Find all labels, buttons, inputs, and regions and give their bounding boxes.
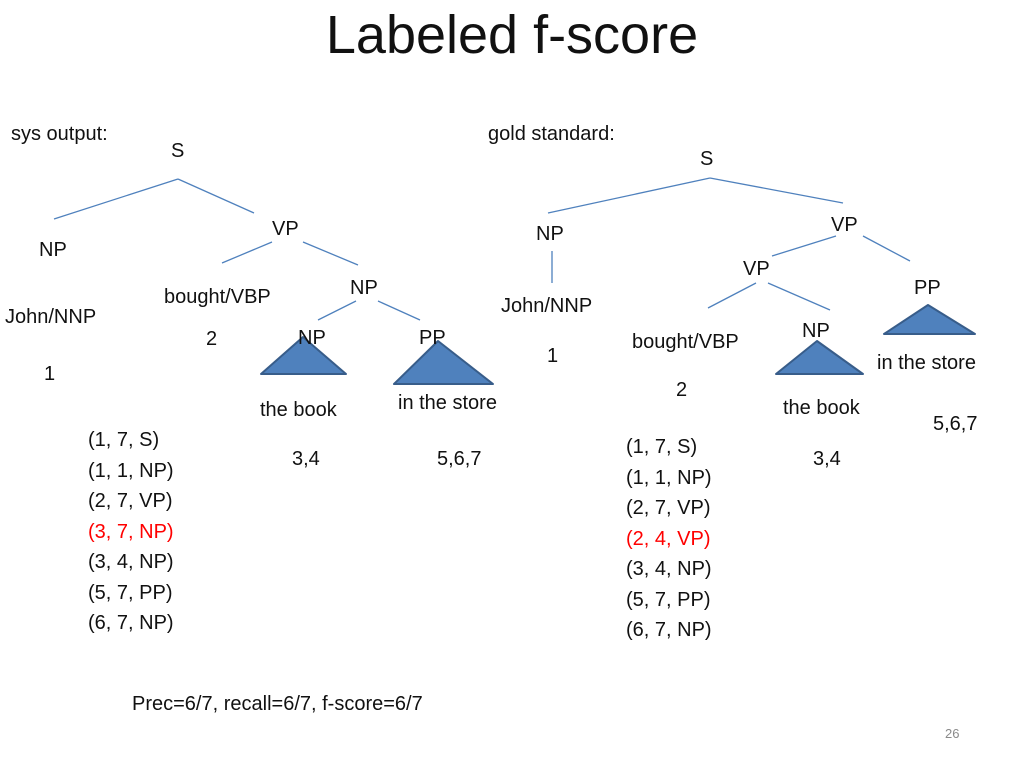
triangle-sys-book	[260, 336, 347, 375]
triangle-gold-store	[883, 304, 976, 335]
tuple-item: (5, 7, PP)	[88, 581, 173, 604]
tuple-item: (2, 7, VP)	[88, 490, 173, 512]
sys-index-book: 3,4	[292, 448, 320, 470]
slide-title: Labeled f-score	[325, 5, 699, 65]
tuple-item: (1, 1, NP)	[88, 459, 174, 482]
tuple-item: (1, 1, NP)	[626, 466, 712, 489]
score-summary: Prec=6/7, recall=6/7, f-score=6/7	[132, 693, 423, 715]
edge-gold-vp-vp	[771, 235, 837, 257]
sys-index-bought: 2	[206, 328, 218, 350]
gold-node-vp-top: VP	[831, 214, 858, 236]
gold-index-john: 1	[547, 345, 559, 367]
sys-index-john: 1	[44, 363, 56, 385]
sys-node-np-john: NP	[39, 239, 67, 261]
gold-node-np-john: NP	[536, 223, 564, 245]
edge-sys-s-vp	[177, 178, 255, 214]
tuple-item: (1, 7, S)	[88, 429, 160, 451]
sys-tuple-list: (1, 7, S) (1, 1, NP) (2, 7, VP) (3, 7, N…	[88, 425, 174, 639]
sys-leaf-book: the book	[260, 399, 337, 421]
edge-sys-vp-bought	[221, 241, 273, 264]
tuple-item: (6, 7, NP)	[626, 619, 712, 641]
sys-leaf-store: in the store	[398, 392, 497, 414]
tuple-item: (5, 7, PP)	[626, 588, 711, 611]
gold-node-s: S	[700, 148, 714, 170]
sys-leaf-john: John/NNP	[5, 306, 97, 328]
gold-node-vp-inner: VP	[743, 258, 770, 280]
page-number: 26	[945, 726, 960, 741]
edge-gold-s-np	[547, 177, 711, 214]
sys-node-vp: VP	[272, 218, 299, 240]
gold-leaf-book: the book	[783, 397, 860, 419]
edge-sys-np-pp	[377, 300, 421, 321]
triangle-sys-store	[393, 340, 494, 385]
tuple-item-highlighted: (3, 7, NP)	[88, 520, 174, 543]
tuple-item: (2, 7, VP)	[626, 497, 711, 519]
gold-index-store: 5,6,7	[933, 413, 978, 435]
gold-node-pp: PP	[914, 277, 941, 299]
edge-sys-np-np	[317, 300, 357, 321]
sys-leaf-bought: bought/VBP	[164, 286, 271, 308]
sys-heading: sys output:	[11, 123, 108, 145]
edge-sys-s-np	[53, 178, 179, 220]
sys-index-store: 5,6,7	[437, 448, 482, 470]
tuple-item: (3, 4, NP)	[626, 558, 712, 580]
edge-gold-vp-pp	[862, 235, 911, 262]
gold-leaf-john: John/NNP	[501, 295, 593, 317]
sys-node-np-object: NP	[350, 277, 378, 299]
gold-index-bought: 2	[676, 379, 688, 401]
sys-node-np-book: NP	[298, 327, 326, 349]
edge-sys-vp-np	[302, 241, 359, 266]
tuple-item: (1, 7, S)	[626, 436, 698, 458]
sys-node-s: S	[171, 140, 185, 162]
gold-node-np-book: NP	[802, 320, 830, 342]
tuple-item-highlighted: (2, 4, VP)	[626, 527, 711, 550]
gold-tuple-list: (1, 7, S) (1, 1, NP) (2, 7, VP) (2, 4, V…	[626, 432, 712, 646]
tuple-item: (6, 7, NP)	[88, 612, 174, 634]
edge-gold-vp2-bought	[707, 282, 757, 309]
edge-gold-vp2-np	[767, 282, 831, 311]
triangle-gold-book	[775, 340, 864, 375]
gold-leaf-bought: bought/VBP	[632, 331, 739, 353]
gold-heading: gold standard:	[488, 123, 615, 145]
gold-leaf-store: in the store	[877, 352, 976, 374]
sys-node-pp: PP	[419, 327, 446, 349]
tuple-item: (3, 4, NP)	[88, 551, 174, 573]
gold-index-book: 3,4	[813, 448, 841, 470]
edge-gold-s-vp	[709, 177, 844, 204]
